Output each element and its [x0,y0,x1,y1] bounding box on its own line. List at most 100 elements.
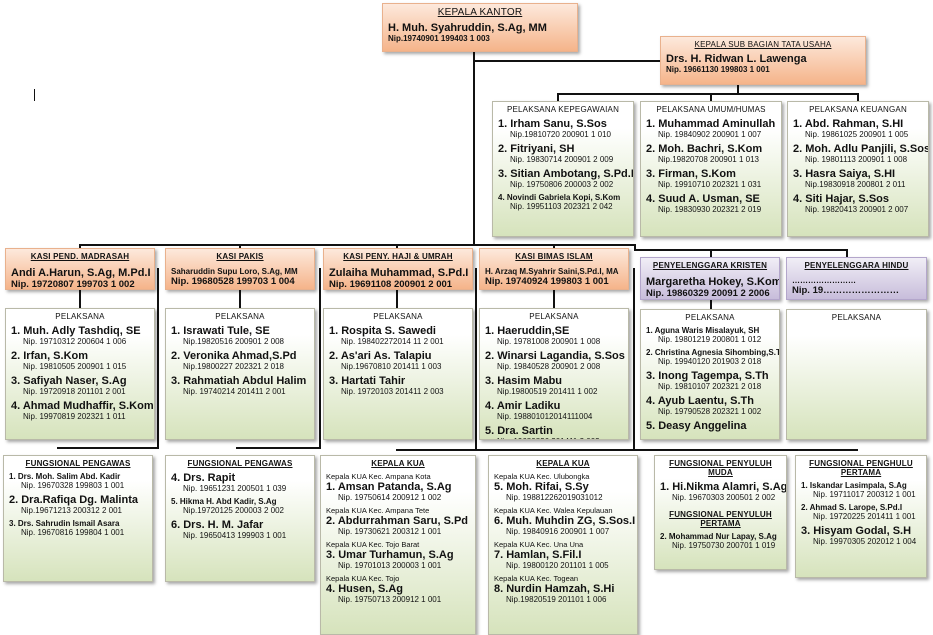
box-title: KASI PEND. MADRASAH [30,252,130,261]
person-name: 2. Moh. Adlu Panjili, S.Sos [793,143,929,155]
box-title: PELAKSANA [831,313,882,322]
person-nip: Nip. 19970819 202321 1 011 [23,412,126,421]
box-title: KASI PENY. HAJI & UMRAH [343,252,453,261]
box-title: PENYELENGGARA KRISTEN [652,261,768,270]
person-name: 5. Moh. Rifai, S.Sy [494,481,589,493]
text-cursor [34,89,35,101]
connector [633,268,635,451]
connector [79,244,635,246]
box-title: PELAKSANA UMUM/HUMAS [656,105,766,114]
person-name: 2. Ahmad S. Larope, S.Pd.I [801,503,903,512]
connector [473,60,661,62]
box-subtitle: FUNGSIONAL PENYULUH PERTAMA [669,510,772,528]
person-nip: Nip. 19720103 201411 2 003 [341,387,444,396]
person-name: 3. Hisyam Godal, S.H [801,525,912,537]
person-nip: Nip.19670810 201411 1 003 [341,362,442,371]
person-nip: Nip. 19750614 200912 1 002 [338,493,442,502]
connector [319,268,321,449]
person-nip: Nip. 19800120 201101 1 005 [506,561,609,570]
box-title: PELAKSANA [215,312,265,321]
person-nip: Nip. 19740924 199803 1 001 [485,276,609,287]
person-nip: Nip. 198402272014 11 2 001 [341,337,444,346]
person-name: 4. Suud A. Usman, SE [646,193,760,205]
connector [473,52,475,246]
person-nip: Nip. 19790528 202321 1 002 [658,407,762,416]
person-name: 4. Husen, S.Ag [326,583,404,595]
person-name: 3. Inong Tagempa, S.Th [646,370,769,382]
person-nip: Nip. 19740214 201411 2 001 [183,387,286,396]
kua-district-label: Kepala KUA Kec. Ampana Tete [326,506,430,515]
person-nip: Nip. 19750806 200003 2 002 [510,180,614,189]
connector [475,268,477,451]
person-nip: Nip. 19750713 200912 1 001 [338,595,442,604]
person-name: Saharuddin Supu Loro, S.Ag, MM [171,267,298,276]
person-nip: Nip. 19951103 202321 2 042 [510,202,613,211]
box-title: KASI BIMAS ISLAM [515,252,593,261]
connector [396,290,398,309]
person-name: 2. Dra.Rafiqa Dg. Malinta [9,494,138,506]
person-nip: Nip. 19840916 200901 1 007 [506,527,610,536]
kua-district-label: Kepala KUA Kec. Tojo Barat [326,540,420,549]
box-title: PELAKSANA [685,313,735,322]
person-nip: Nip. 19730621 200312 1 001 [338,527,442,536]
person-nip: Nip. 19711017 200312 1 001 [813,490,916,499]
person-nip: Nip. 19670328 199803 1 001 [21,481,125,490]
person-name: 2. Moh. Bachri, S.Kom [646,143,763,155]
person-name: …………………… [792,276,856,285]
box-title: PELAKSANA [529,312,579,321]
person-name: 1. Rospita S. Sawedi [329,325,436,337]
person-nip: Nip.19820516 200901 2 008 [183,337,284,346]
person-nip: Nip. 19840528 200901 2 008 [497,362,601,371]
connector [846,249,848,258]
person-name: 2. Irfan, S.Kom [11,350,89,362]
person-nip: Nip.19810720 200901 1 010 [510,130,611,139]
box-title: KASI PAKIS [216,252,264,261]
person-name: 3. Umar Turhamun, S.Ag [326,549,454,561]
person-name: 3. Hartati Tahir [329,375,406,387]
connector [710,93,712,102]
person-nip: Nip. 198801012014111004 [497,412,593,421]
list-item: 5. Dra. SartinNip. 19680826 201411 2 003 [485,425,623,439]
connector [157,268,159,449]
person-nip: Nip. 19781008 200901 1 008 [497,337,601,346]
connector [553,290,555,309]
person-nip: Nip. 19701013 200003 1 001 [338,561,442,570]
person-name: Margaretha Hokey, S.Kom [646,276,780,288]
person-nip: Nip.19830918 200801 2 011 [805,180,906,189]
subbag-name: Drs. H. Ridwan L. Lawenga [666,53,807,65]
person-name: 1. Irham Sanu, S.Sos [498,118,607,130]
person-nip: Nip.19820708 200901 1 013 [658,155,759,164]
peny-hindu-box: PENYELENGGARA HINDU……………………Nip. 19………………… [786,257,927,300]
head-box: KEPALA KANTOR H. Muh. Syahruddin, S.Ag, … [382,3,578,52]
subbag-nip: Nip. 19661130 199803 1 001 [666,65,770,74]
person-nip: Nip. 19970305 202012 1 004 [813,537,917,546]
box-title: FUNGSIONAL PENGHULU PERTAMA [809,459,913,477]
person-nip: Nip. 19650413 199903 1 001 [183,531,287,540]
person-name: 4. Siti Hajar, S.Sos [793,193,889,205]
person-name: 3. Firman, S.Kom [646,168,736,180]
